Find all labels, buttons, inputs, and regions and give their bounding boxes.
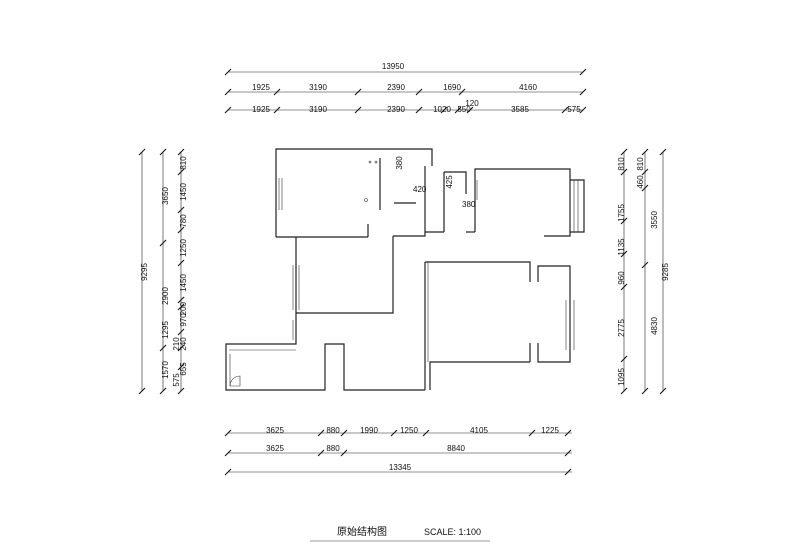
top-row1-dim: 2390 <box>387 83 405 92</box>
left-total-dim: 9295 <box>140 263 149 281</box>
left-outer-dim: 3650 <box>161 187 170 205</box>
left-inner-dim: 655 <box>179 362 188 376</box>
left-inner-dim: 200 <box>179 301 188 315</box>
left-inner-dim: 1295 <box>161 321 170 339</box>
top-row2-dim: 120 <box>465 99 479 108</box>
top-row1-dim: 3190 <box>309 83 327 92</box>
drawing-title: 原始结构图 <box>337 525 387 538</box>
room-annotations: 380 420 425 380 <box>364 156 476 209</box>
bottom-row1-dim: 1225 <box>541 426 559 435</box>
bottom-row1-dim: 3625 <box>266 426 284 435</box>
top-row1-dim: 1925 <box>252 83 270 92</box>
top-dimension-group: 13950 1925 3190 2390 1690 4160 1925 3190… <box>224 62 587 114</box>
right-inner-dim: 1755 <box>617 204 626 222</box>
right-inner-dim: 1095 <box>617 368 626 386</box>
right-inner-dim: 1135 <box>617 238 626 256</box>
top-row2-dim: 3190 <box>309 105 327 114</box>
left-inner-dim: 1450 <box>179 274 188 292</box>
bottom-row2-dim: 3625 <box>266 444 284 453</box>
right-inner-dim: 2775 <box>617 319 626 337</box>
bottom-dimension-group: 3625 880 1990 1250 4105 1225 3625 880 88… <box>224 426 572 476</box>
bottom-row2-dim: 880 <box>326 444 340 453</box>
right-middle-dim: 4830 <box>650 317 659 335</box>
bottom-row1-dim: 1250 <box>400 426 418 435</box>
left-inner-dim: 810 <box>179 156 188 170</box>
top-row2-dim: 550 <box>457 105 471 114</box>
right-middle-dim: 810 <box>636 157 645 171</box>
left-inner-dim: 970 <box>179 313 188 327</box>
walls <box>225 148 585 391</box>
annotation-label: 380 <box>395 156 404 170</box>
right-inner-dim: 960 <box>617 271 626 285</box>
right-inner-dim: 810 <box>617 157 626 171</box>
left-inner-dim: 240 <box>179 337 188 351</box>
right-total-dim: 9285 <box>661 263 670 281</box>
bottom-row1-dim: 880 <box>326 426 340 435</box>
top-row2-dim: 575 <box>567 105 581 114</box>
top-row1-dim: 1690 <box>443 83 461 92</box>
left-inner-dim: 780 <box>179 214 188 228</box>
drawing-title-block: 原始结构图 SCALE: 1:100 <box>310 525 490 542</box>
top-total-dim: 13950 <box>382 62 405 71</box>
left-dimension-group: 9295 3650 2900 1570 810 1450 780 1250 14… <box>138 148 188 395</box>
bottom-total-dim: 13345 <box>389 463 412 472</box>
bottom-row2-dim: 8840 <box>447 444 465 453</box>
left-outer-dim: 1570 <box>161 361 170 379</box>
left-inner-dim: 1250 <box>179 239 188 257</box>
top-row2-dim: 3585 <box>511 105 529 114</box>
top-row1-dim: 4160 <box>519 83 537 92</box>
annotation-label: 380 <box>462 200 476 209</box>
scale-label: SCALE: 1:100 <box>424 527 481 537</box>
bottom-row1-dim: 4105 <box>470 426 488 435</box>
top-row2-dim: 1925 <box>252 105 270 114</box>
left-inner-dim: 1450 <box>179 183 188 201</box>
right-dimension-group: 810 1755 1135 960 2775 1095 810 460 3550… <box>617 148 670 395</box>
top-row2-dim: 1020 <box>433 105 451 114</box>
annotation-label: 420 <box>413 185 427 194</box>
left-inner-dim: 210 <box>172 337 181 351</box>
left-outer-dim: 2900 <box>161 287 170 305</box>
right-middle-dim: 460 <box>636 175 645 189</box>
top-row2-dim: 2390 <box>387 105 405 114</box>
annotation-label: 425 <box>445 175 454 189</box>
left-inner-dim: 575 <box>172 373 181 387</box>
bottom-row1-dim: 1990 <box>360 426 378 435</box>
right-middle-dim: 3550 <box>650 211 659 229</box>
